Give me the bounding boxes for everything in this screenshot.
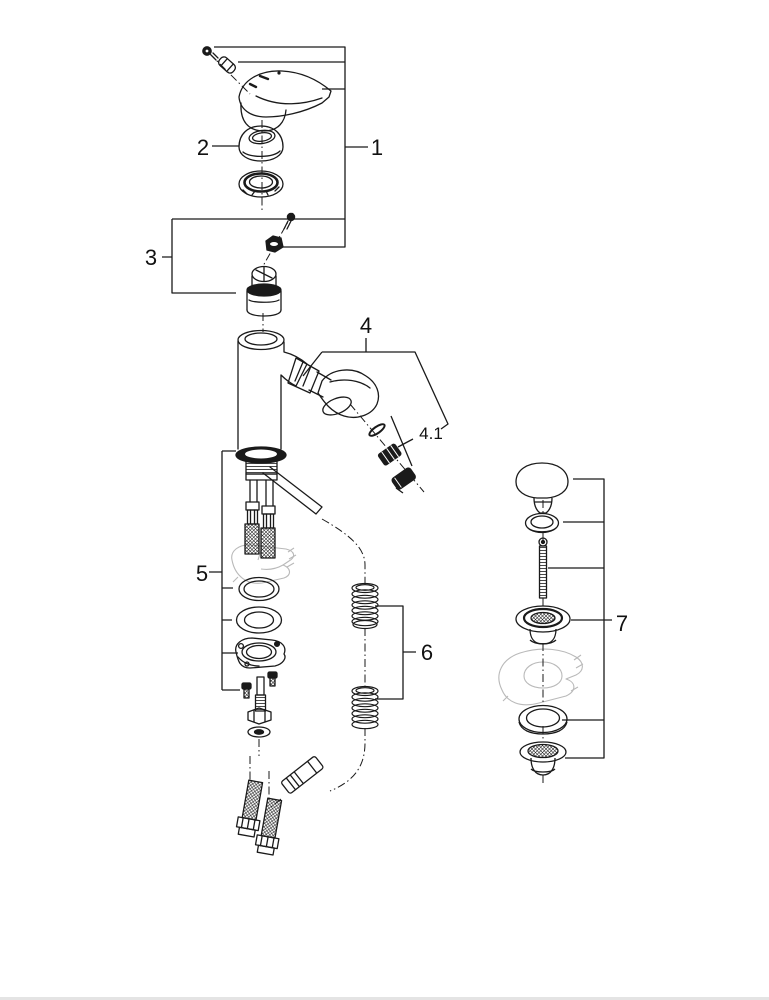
mounting-nut	[247, 707, 272, 725]
braided-hose-right	[254, 797, 283, 856]
mounting-stud	[254, 676, 267, 712]
drain-body-bottom	[519, 741, 567, 776]
callout-bracket-7	[548, 478, 612, 759]
callout-bracket-6	[375, 605, 416, 700]
spout-supply-pipe	[262, 466, 323, 515]
spray-gasket	[368, 423, 386, 437]
oring-large	[238, 576, 280, 602]
drain-plug-cap	[515, 462, 569, 514]
faucet-body	[237, 329, 332, 450]
spring-bottom	[351, 685, 379, 730]
dome-cap	[238, 125, 284, 162]
flange-screw-left	[241, 682, 252, 699]
cartridge-screw	[283, 212, 296, 230]
stud-washer	[247, 726, 271, 738]
flange-screw-right	[267, 671, 278, 687]
callout-label-1: 1	[371, 135, 383, 160]
threaded-shank	[235, 446, 287, 481]
drain-seal-washer	[518, 704, 568, 735]
callout-bracket-1	[214, 46, 368, 248]
callout-label-4-1: 4.1	[419, 424, 443, 443]
drain-cone-ring	[524, 512, 560, 534]
lever-handle	[238, 70, 332, 132]
mousseur	[377, 443, 402, 466]
drain-flange-top	[515, 605, 571, 645]
handle-screw	[202, 46, 219, 61]
callout-label-7: 7	[616, 611, 628, 636]
bearing-ring	[238, 170, 284, 198]
callout-label-6: 6	[421, 640, 433, 665]
page-bottom-edge	[0, 997, 769, 1000]
mousseur-cap	[391, 467, 416, 490]
spring-top	[351, 582, 379, 630]
drain-rod-screw	[538, 537, 548, 599]
callout-bracket-5	[209, 450, 240, 691]
hose-connector	[281, 756, 324, 794]
handle-plug	[217, 56, 237, 74]
cartridge	[246, 265, 282, 317]
mounting-flange	[235, 637, 286, 669]
ghost-sink-right	[498, 648, 584, 706]
spray-handle	[317, 369, 380, 419]
base-washer	[235, 606, 283, 634]
braided-hose-left	[235, 779, 264, 838]
callout-label-4: 4	[360, 313, 372, 338]
callout-label-2: 2	[197, 135, 209, 160]
hex-adapter	[265, 235, 284, 253]
callout-label-5: 5	[196, 561, 208, 586]
callout-bracket-4	[302, 338, 449, 430]
supply-hoses	[244, 479, 276, 559]
callout-bracket-3	[162, 218, 345, 294]
callout-label-3: 3	[145, 245, 157, 270]
